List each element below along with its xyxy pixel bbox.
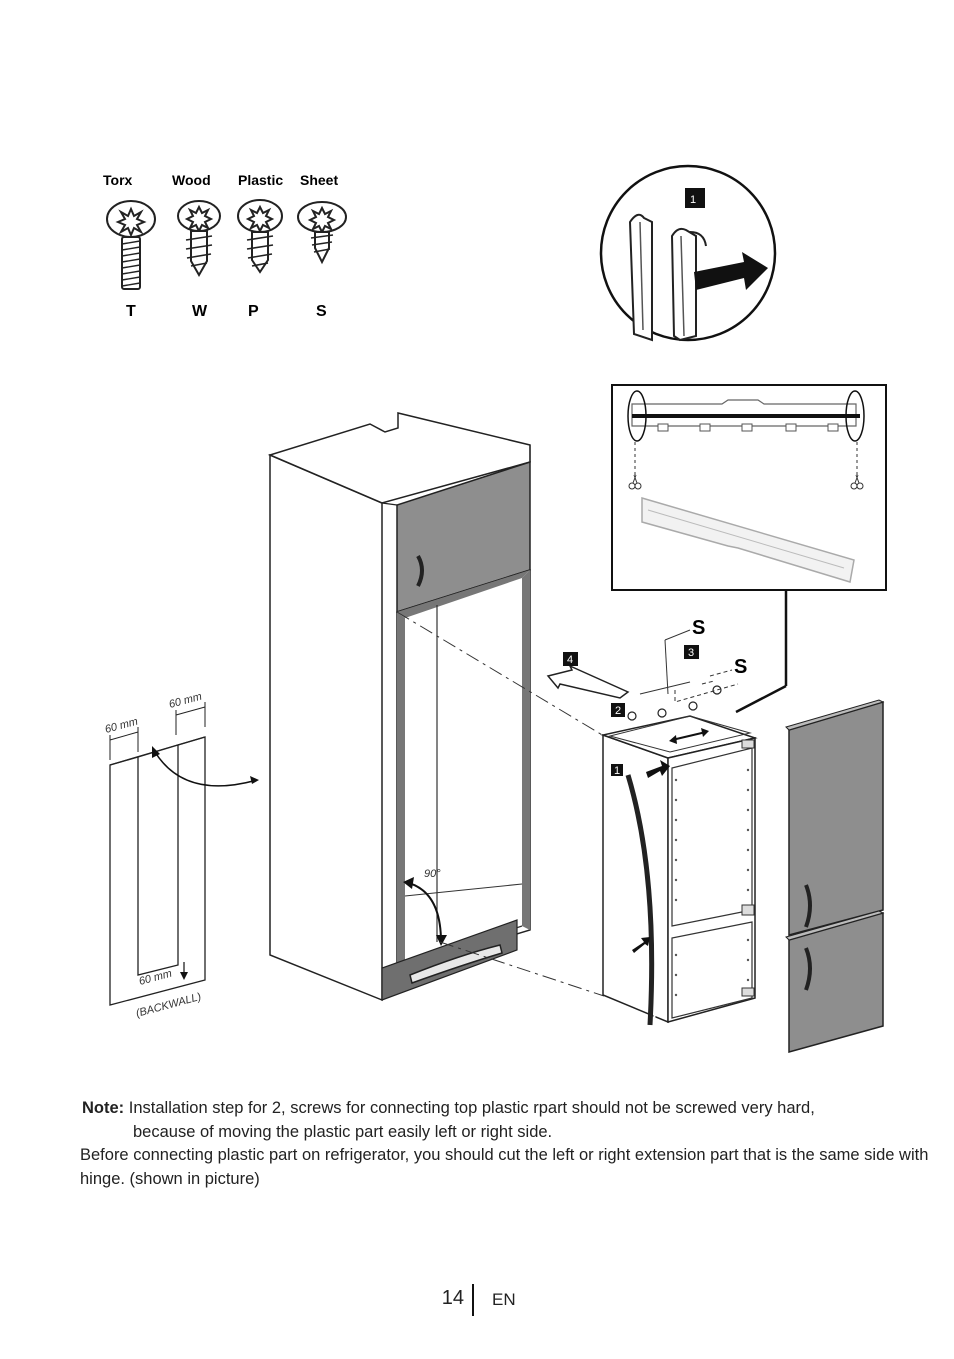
step-4-number: 4 [567, 654, 573, 666]
backwall-diagram: 60 mm 60 mm 60 mm (BACKWALL) [104, 691, 259, 1020]
note-line-2: because of moving the plastic part easil… [133, 1122, 553, 1141]
plastic-screw-icon [237, 199, 283, 274]
screw-title-sheet: Sheet [300, 172, 338, 188]
detail-step-badge [685, 188, 705, 208]
language-code: EN [492, 1290, 516, 1309]
step-1-badge [611, 764, 623, 776]
torx-screw-icon [106, 200, 156, 290]
seal-detail-circle: 1 [599, 164, 777, 342]
screw-label-s-top: S [692, 617, 705, 639]
footer-divider [472, 1284, 474, 1316]
step-2-number: 2 [615, 705, 621, 717]
page-footer: 14 EN [0, 1284, 954, 1318]
screw-legend: Torx Wood Plastic Sheet [103, 172, 347, 320]
plastic-part-detail-box [611, 384, 887, 591]
kitchen-cabinet: 90° [267, 412, 531, 1002]
step-1-arrow-icon [646, 760, 670, 778]
detail-step-number: 1 [690, 194, 696, 206]
screw-code-s: S [316, 303, 327, 320]
page-number: 14 [441, 1287, 464, 1309]
step-3-badge [684, 645, 699, 659]
step-1-number: 1 [614, 765, 620, 777]
sheet-screw-icon [297, 201, 347, 265]
step-1-lower-arrow-icon [632, 937, 650, 953]
screw-code-t: T [126, 303, 136, 320]
screw-code-w: W [192, 303, 208, 320]
angle-label: 90° [424, 868, 441, 880]
scissors-icon [628, 474, 864, 490]
step-3-number: 3 [688, 647, 694, 659]
wood-screw-icon [177, 200, 221, 278]
screw-label-s-right: S [734, 656, 747, 678]
note-label: Note: [82, 1099, 125, 1117]
installation-note: Note: Installation step for 2, screws fo… [80, 1097, 942, 1191]
note-line-3: Before connecting plastic part on refrig… [80, 1146, 929, 1188]
step-4-direction-arrow-icon [546, 664, 630, 699]
refrigerator [546, 629, 758, 1026]
pull-arrow-icon [694, 252, 768, 290]
dim-right-60mm: 60 mm [168, 691, 204, 711]
screw-title-wood: Wood [172, 172, 211, 188]
screw-code-p: P [248, 303, 259, 320]
step-badges: 4 3 2 1 S S [563, 617, 747, 777]
step-4-badge [563, 652, 578, 666]
screw-title-plastic: Plastic [238, 172, 283, 188]
screw-title-torx: Torx [103, 172, 133, 188]
furniture-doors [785, 699, 885, 1053]
screws-on-top [627, 685, 722, 721]
step-2-badge [611, 703, 625, 717]
note-line-1: Installation step for 2, screws for conn… [128, 1099, 815, 1117]
